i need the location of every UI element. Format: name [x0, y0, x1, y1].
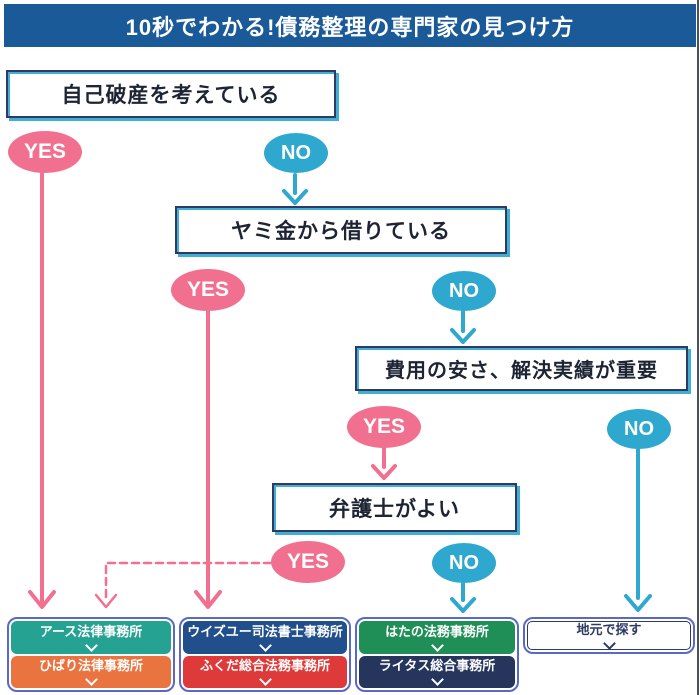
chevron-down-icon [602, 637, 616, 650]
question-text-2: ヤミ金から借りている [231, 220, 451, 243]
yes-label: YES [23, 140, 67, 163]
no-badge-q1: NO [264, 133, 328, 173]
chevron-down-icon [430, 638, 444, 652]
arrow-q4-yes-dashed [94, 561, 273, 609]
no-label: NO [624, 417, 654, 440]
chevron-down-icon [84, 638, 98, 652]
result-item-local-search[interactable]: 地元で探す [527, 621, 691, 650]
result-item-hibari[interactable]: ひばり法律事務所 [11, 655, 171, 688]
no-label: NO [449, 551, 479, 574]
yes-badge-q2: YES [171, 269, 245, 311]
yes-label: YES [286, 550, 330, 573]
yes-badge-q1: YES [8, 131, 82, 173]
question-text-1: 自己破産を考えている [61, 84, 281, 107]
arrow-q4-no [450, 582, 476, 613]
chevron-down-icon [430, 673, 444, 687]
arrow-q3-yes [371, 447, 397, 480]
question-text-4: 弁護士がよい [329, 497, 460, 521]
result-item-raitasu[interactable]: ライタス総合事務所 [359, 655, 515, 688]
no-badge-q3: NO [607, 409, 671, 449]
yes-label: YES [362, 415, 406, 438]
yes-badge-q3: YES [347, 406, 421, 448]
question-box-2: ヤミ金から借りている [175, 206, 507, 254]
question-box-4: 弁護士がよい [272, 483, 517, 532]
result-item-hatano[interactable]: はたの法務事務所 [359, 621, 515, 654]
result-group-1: アース法律事務所 ひばり法律事務所 [7, 617, 175, 692]
no-badge-q2: NO [432, 271, 496, 311]
yes-label: YES [186, 278, 230, 301]
chevron-down-icon [84, 673, 98, 687]
result-group-2: ウイズユー司法書士事務所 ふくだ総合法務事務所 [179, 617, 351, 692]
arrow-q2-no [450, 310, 476, 344]
result-label: ふくだ総合法務事務所 [199, 658, 330, 674]
question-box-3: 費用の安さ、解決実績が重要 [355, 346, 688, 391]
no-label: NO [449, 279, 479, 302]
result-item-fukuda[interactable]: ふくだ総合法務事務所 [183, 655, 347, 688]
title-text: 10秒でわかる!債務整理の専門家の見つけ方 [125, 14, 575, 40]
question-box-1: 自己破産を考えている [6, 70, 336, 118]
question-text-3: 費用の安さ、解決実績が重要 [385, 360, 658, 382]
arrow-q1-yes [28, 172, 56, 609]
result-label: アース法律事務所 [39, 623, 143, 639]
arrow-q3-no [624, 448, 652, 612]
chevron-down-icon [258, 638, 272, 652]
yes-badge-q4: YES [271, 541, 345, 583]
result-label: ひばり法律事務所 [38, 658, 143, 674]
result-group-3: はたの法務事務所 ライタス総合事務所 [355, 617, 519, 692]
arrow-q1-no [282, 173, 308, 205]
flowchart-title: 10秒でわかる!債務整理の専門家の見つけ方 [4, 4, 696, 47]
result-label: ウイズユー司法書士事務所 [187, 623, 343, 639]
result-label: はたの法務事務所 [385, 623, 489, 639]
result-group-4: 地元で探す [523, 617, 695, 654]
result-label: ライタス総合事務所 [378, 658, 496, 674]
frame-right-border [697, 0, 699, 695]
result-item-withyou[interactable]: ウイズユー司法書士事務所 [183, 621, 347, 654]
result-label: 地元で探す [576, 622, 642, 638]
arrow-q2-yes [194, 309, 222, 609]
no-badge-q4: NO [432, 543, 496, 583]
result-item-earth[interactable]: アース法律事務所 [11, 621, 171, 654]
chevron-down-icon [258, 673, 272, 687]
no-label: NO [281, 141, 311, 164]
